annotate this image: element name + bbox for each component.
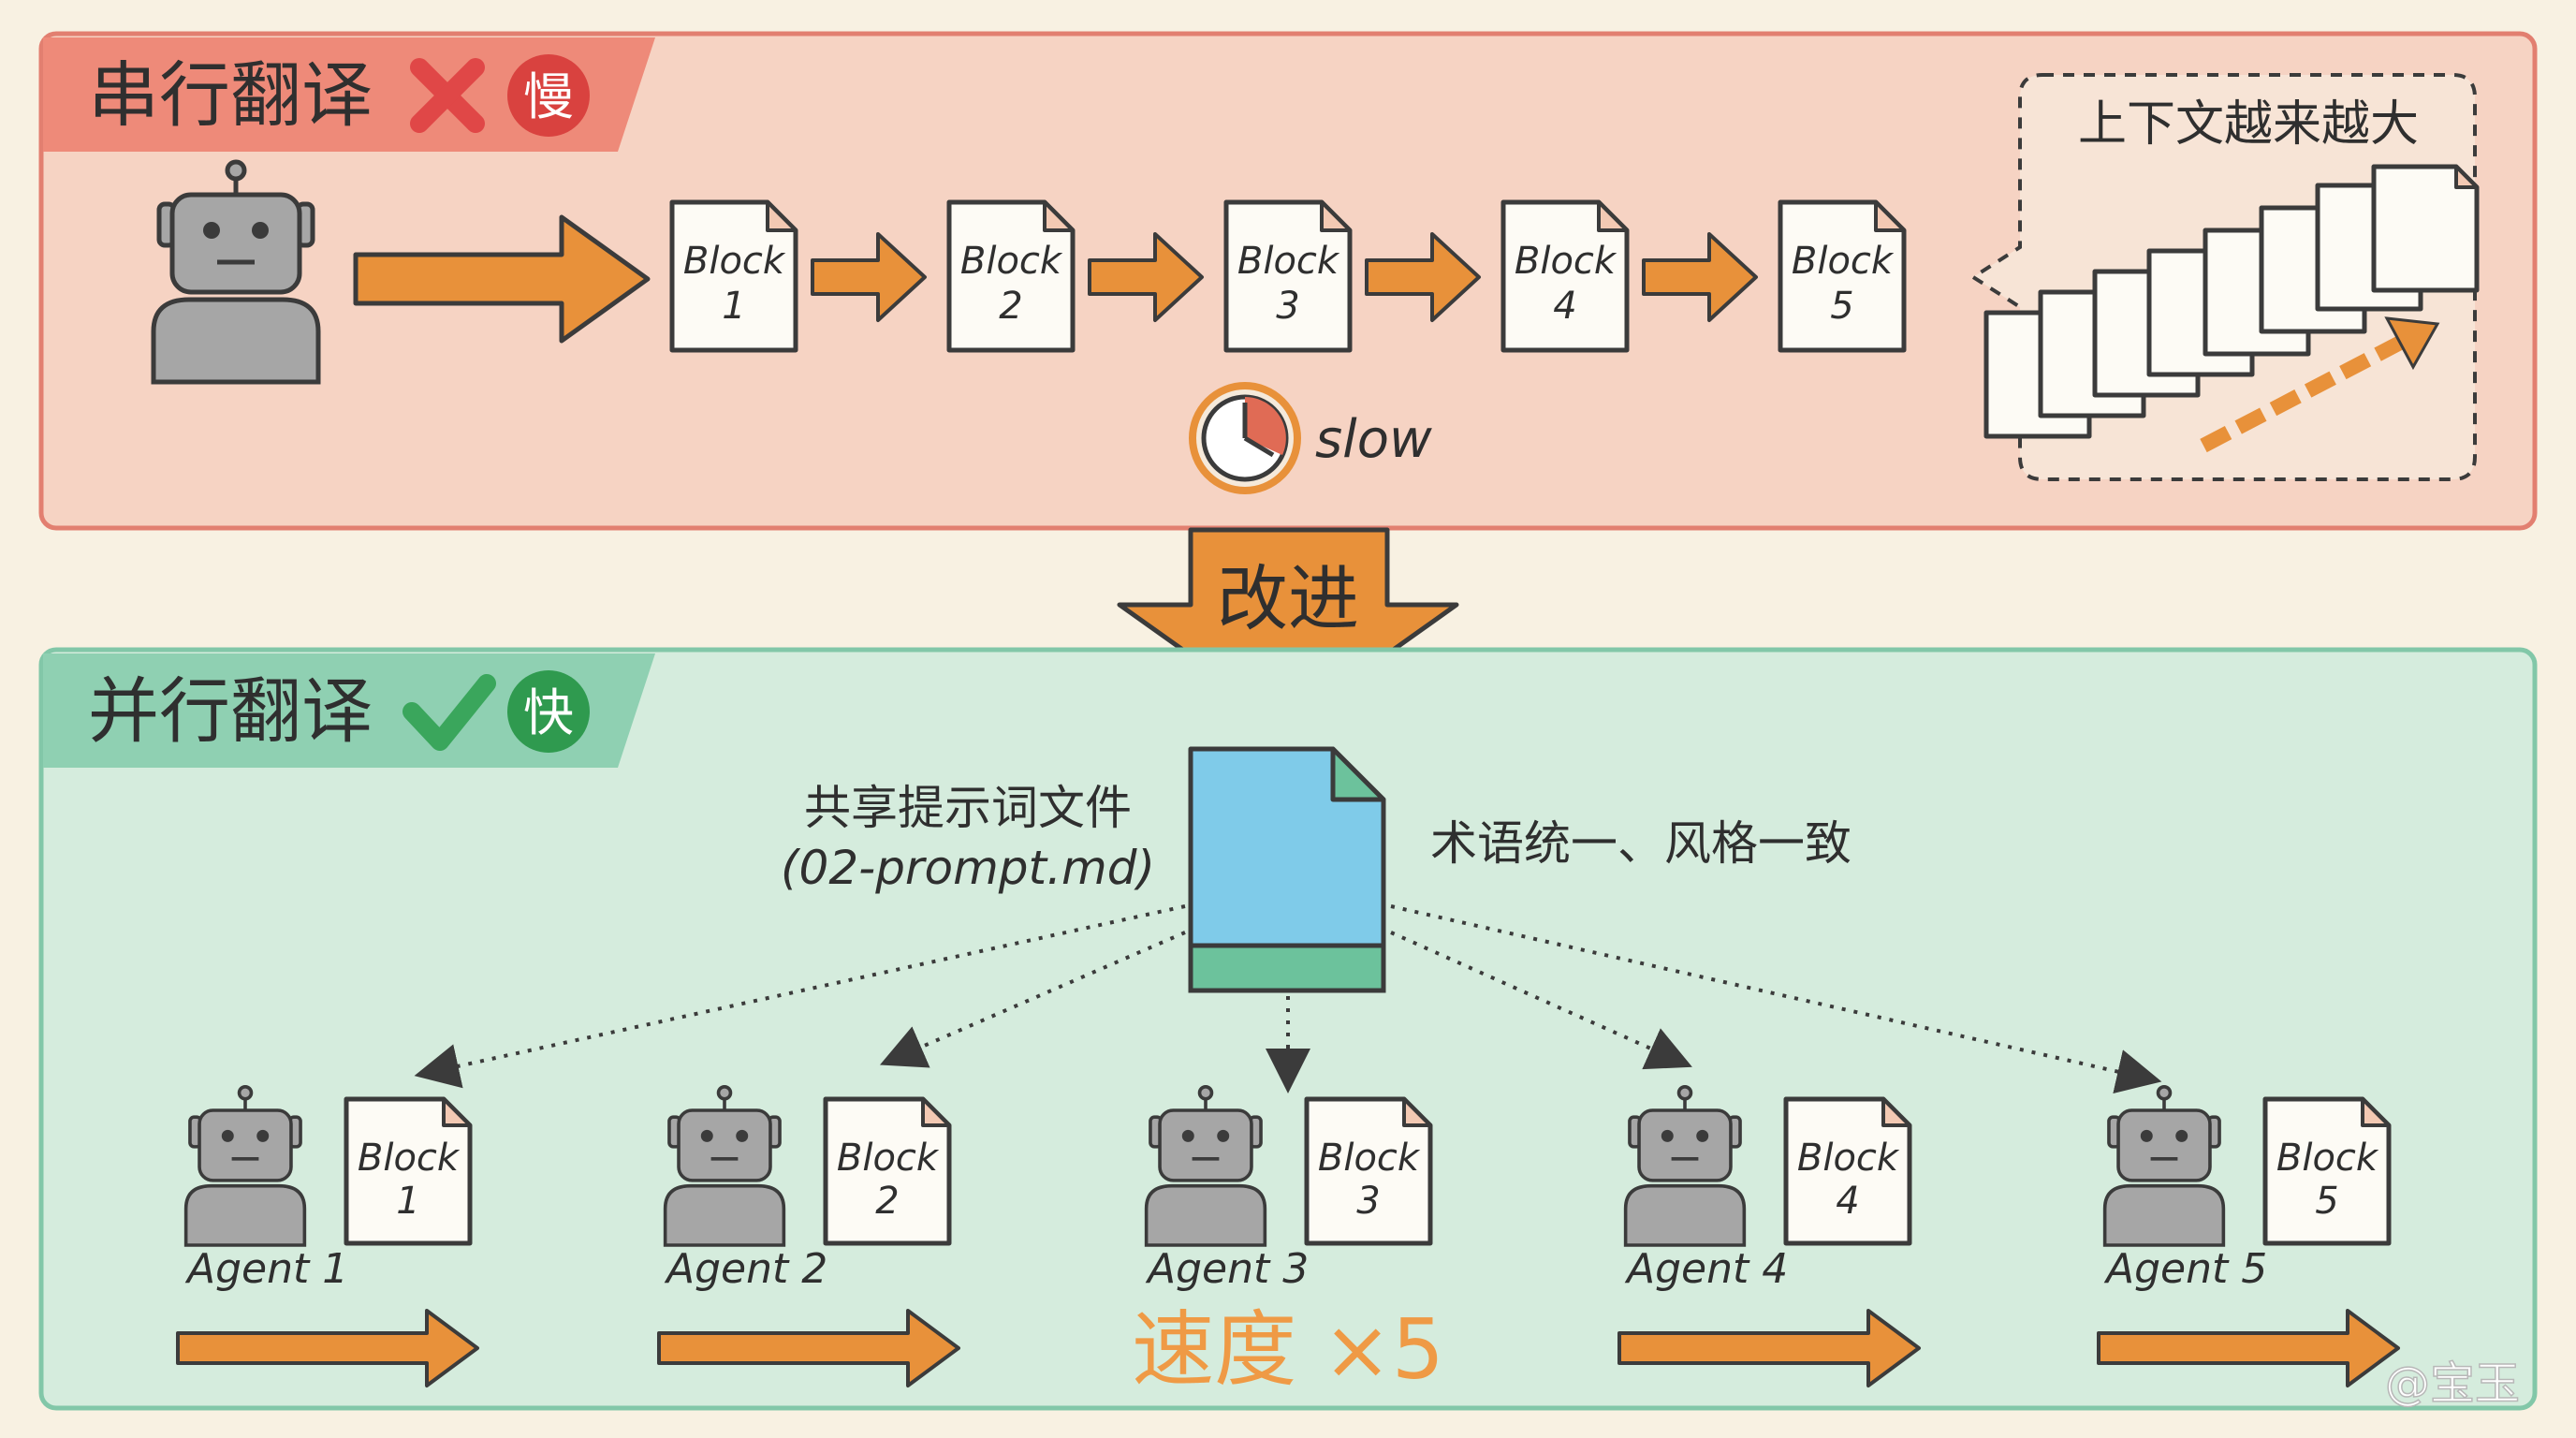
block-word: Block [1797, 1137, 1900, 1180]
shared-file-label: 共享提示词文件 [804, 781, 1132, 835]
growing-pages-stack [1983, 164, 2480, 439]
agent-name: Agent 1 [184, 1245, 348, 1293]
page-fold-icon [442, 1097, 472, 1127]
serial-title: 串行翻译 [88, 53, 373, 137]
slow-label: slow [1315, 409, 1432, 470]
block-word: Block [1792, 240, 1895, 283]
page-fold-icon [766, 200, 798, 232]
agent-block-document-icon [1783, 1096, 1912, 1246]
agent-name: Agent 2 [664, 1245, 827, 1293]
shared-file-icon [1188, 746, 1386, 993]
agent-block-document-icon [2262, 1096, 2392, 1246]
connector-agent-2 [879, 931, 1186, 1068]
document-icon [1500, 199, 1630, 353]
agent-5-arrow [2097, 1309, 2400, 1387]
dotted-connectors [414, 904, 2162, 1094]
agent-1-arrow [176, 1309, 479, 1387]
consistency-label: 术语统一、风格一致 [1430, 816, 1852, 871]
serial-step-arrow [1365, 232, 1481, 322]
agent-block-document-icon [823, 1096, 952, 1246]
agent-name: Agent 5 [2103, 1245, 2267, 1293]
agent-block-document-icon [1304, 1096, 1433, 1246]
block-word: Block [1515, 240, 1617, 283]
clock-icon [1189, 382, 1301, 494]
block-number: 2 [999, 285, 1022, 328]
block-word: Block [1318, 1137, 1421, 1180]
block-number: 1 [722, 285, 745, 328]
document-icon [1223, 199, 1353, 353]
slow-badge-text: 慢 [523, 67, 574, 126]
page-fold-icon [1402, 1097, 1432, 1127]
parallel-title-tab [43, 653, 655, 768]
block-number: 3 [1276, 285, 1299, 328]
serial-title-tab [43, 37, 655, 152]
serial-step-arrow [811, 232, 927, 322]
block-number: 5 [2315, 1180, 2338, 1223]
page-fold-icon [2361, 1097, 2391, 1127]
document-icon [669, 199, 798, 353]
watermark: @宝玉 [2385, 1357, 2520, 1410]
stacked-page-icon [2371, 164, 2480, 293]
fast-badge-text: 快 [523, 683, 574, 742]
page-fold-icon [1881, 1097, 1911, 1127]
agent-name: Agent 4 [1624, 1245, 1788, 1293]
serial-main-arrow [353, 214, 651, 344]
context-label: 上下文越来越大 [2078, 96, 2419, 153]
document-icon [1778, 199, 1907, 353]
agent-name: Agent 3 [1145, 1245, 1309, 1293]
page-fold-icon [2454, 165, 2479, 189]
block-number: 1 [396, 1180, 419, 1223]
growth-arrow [2200, 316, 2440, 453]
shared-file-name: (02-prompt.md) [781, 841, 1155, 895]
block-number: 4 [1553, 285, 1576, 328]
block-word: Block [960, 240, 1063, 283]
page-fold-icon [1597, 200, 1629, 232]
block-number: 3 [1356, 1180, 1380, 1223]
page-fold-icon [921, 1097, 951, 1127]
block-number: 4 [1836, 1180, 1859, 1223]
block-number: 2 [875, 1180, 899, 1223]
cross-icon [410, 58, 485, 133]
block-word: Block [1237, 240, 1340, 283]
agent-block-document-icon [344, 1096, 473, 1246]
speed-label: 速度 ×5 [1132, 1301, 1444, 1398]
agent-4-arrow [1617, 1309, 1921, 1387]
check-icon [402, 674, 496, 751]
connector-agent-4 [1390, 931, 1692, 1070]
context-bubble: 上下文越来越大 [1969, 73, 2480, 481]
block-word: Block [837, 1137, 940, 1180]
parallel-title: 并行翻译 [88, 669, 373, 753]
block-word: Block [683, 240, 786, 283]
serial-step-arrow [1642, 232, 1758, 322]
agent-2-arrow [657, 1309, 960, 1387]
page-fold-icon [1320, 200, 1352, 232]
document-icon [946, 199, 1076, 353]
block-word: Block [358, 1137, 461, 1180]
bottom-arrows [176, 1309, 2400, 1387]
page-fold-icon [1043, 200, 1075, 232]
block-word: Block [2276, 1137, 2379, 1180]
improve-label: 改进 [1217, 557, 1359, 640]
block-number: 5 [1830, 285, 1853, 328]
parallel-panel: 并行翻译 快 共享提示词文件 (02-prompt.md) 术语统一、风格一致 … [38, 647, 2538, 1411]
page-fold-icon [1874, 200, 1906, 232]
serial-step-arrow [1088, 232, 1204, 322]
slow-badge [507, 54, 590, 137]
fast-badge [507, 670, 590, 753]
